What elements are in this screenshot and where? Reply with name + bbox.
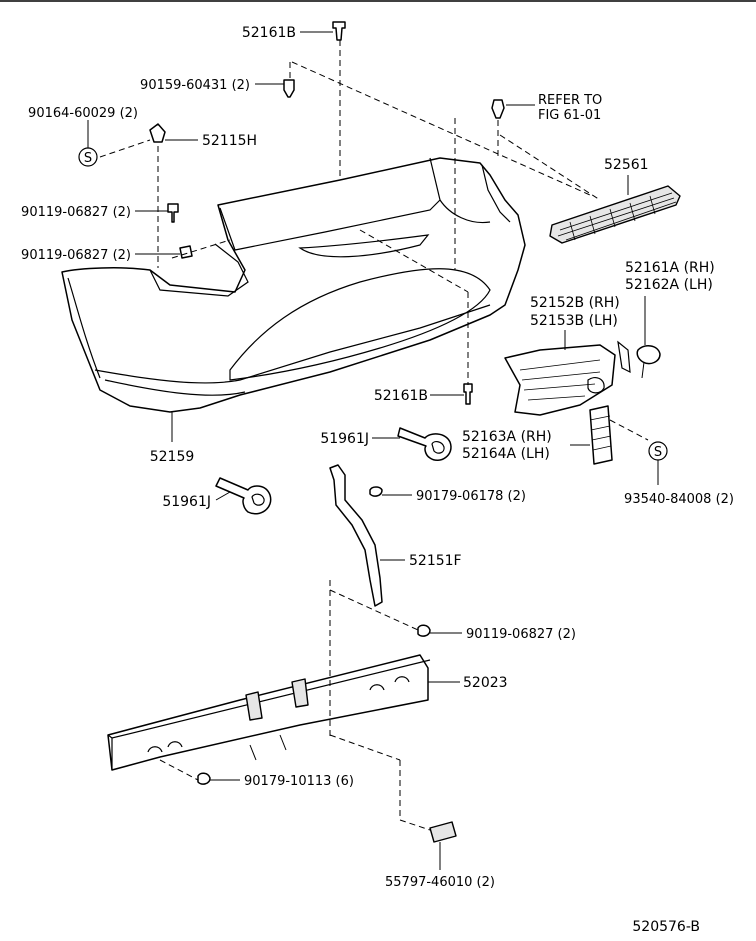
side-retainer-52152b: [504, 344, 616, 416]
reinforcement-52023: [107, 654, 431, 771]
bracket-52151f: [329, 464, 383, 607]
s-symbol-left-text: S: [84, 151, 92, 166]
figure-id: 520576-B: [632, 919, 700, 935]
callout-refer-line2: FIG 61-01: [538, 108, 601, 123]
callout-52161b-mid: 52161B: [374, 388, 428, 404]
clip-55797: [429, 821, 457, 843]
dashed-reference-lines: [99, 40, 649, 831]
leader-lines: [87, 31, 659, 870]
callout-90119-06827-c: 90119-06827 (2): [466, 627, 576, 642]
s-symbol-right-text: S: [654, 445, 662, 460]
callout-52115h: 52115H: [202, 133, 257, 149]
tow-hook-51961j-lower: [215, 477, 272, 515]
callout-52153b: 52153B (LH): [530, 313, 618, 329]
side-clip-52161a: [617, 340, 661, 379]
callout-51961j-lower: 51961J: [162, 494, 211, 510]
callout-52152b: 52152B (RH): [530, 295, 620, 311]
callout-52164a: 52164A (LH): [462, 446, 550, 462]
callout-90159-60431: 90159-60431 (2): [140, 78, 250, 93]
spacer-52163a: [589, 405, 613, 465]
callout-52023: 52023: [463, 675, 508, 691]
callout-51961j-upper: 51961J: [320, 431, 369, 447]
grille-52561: [549, 185, 681, 244]
callout-52163a: 52163A (RH): [462, 429, 552, 445]
fasteners: [149, 21, 505, 785]
callout-52161b-top: 52161B: [242, 25, 296, 41]
callout-55797-46010: 55797-46010 (2): [385, 875, 495, 890]
s-symbol-left: S: [78, 147, 98, 167]
callout-52561: 52561: [604, 157, 649, 173]
tow-hook-51961j-upper: [397, 427, 452, 462]
callout-52151f: 52151F: [409, 553, 462, 569]
bumper-cover-52159: [61, 157, 526, 413]
callout-90119-06827-b: 90119-06827 (2): [21, 248, 131, 263]
callout-90164-60029: 90164-60029 (2): [28, 106, 138, 121]
s-symbol-right: S: [648, 441, 668, 461]
callout-refer-line1: REFER TO: [538, 93, 602, 108]
callout-93540-84008: 93540-84008 (2): [624, 492, 734, 507]
callout-52162a: 52162A (LH): [625, 277, 713, 293]
callout-90179-10113: 90179-10113 (6): [244, 774, 354, 789]
callout-52159: 52159: [150, 449, 195, 465]
callout-90119-06827-a: 90119-06827 (2): [21, 205, 131, 220]
callout-52161a: 52161A (RH): [625, 260, 715, 276]
callout-90179-06178: 90179-06178 (2): [416, 489, 526, 504]
